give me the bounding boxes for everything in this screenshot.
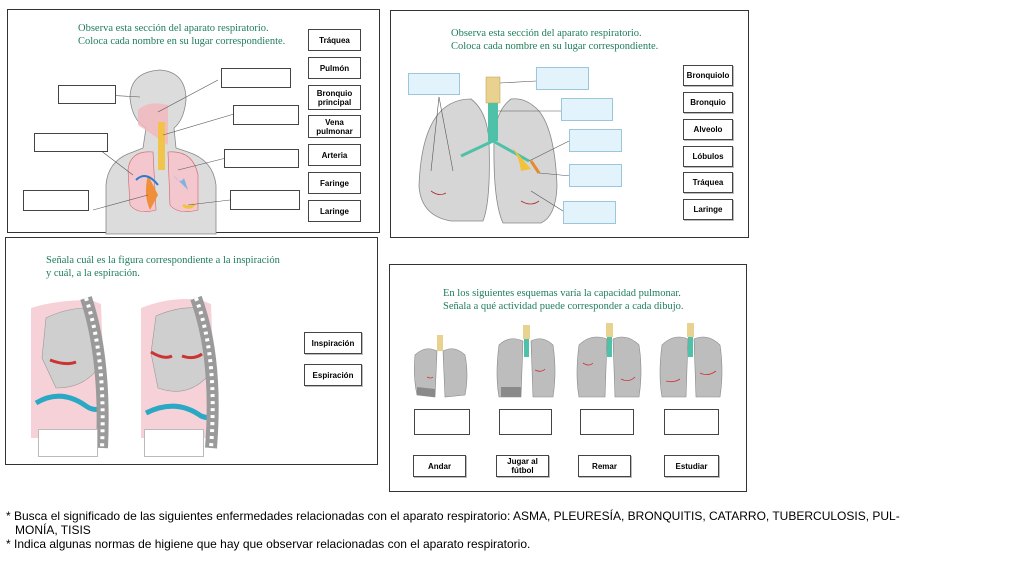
panel4-label-estudiar[interactable]: Estudiar — [664, 455, 719, 477]
footer-task-hygiene: * Indica algunas normas de higiene que h… — [6, 537, 531, 551]
breathing-figures — [31, 295, 219, 449]
panel1-answer-box-7[interactable] — [230, 190, 300, 210]
panel1-instructions: Observa esta sección del aparato respira… — [78, 22, 285, 48]
panel1-answer-box-3[interactable] — [233, 105, 299, 125]
panel1-answer-box-6[interactable] — [23, 190, 89, 211]
panel2-answer-box-2[interactable] — [536, 67, 589, 90]
footer-task-diseases: * Busca el significado de las siguientes… — [6, 509, 900, 523]
torso-illustration — [87, 69, 235, 235]
panel1-label-faringe[interactable]: Faringe — [308, 172, 361, 194]
panel1-answer-box-4[interactable] — [34, 133, 108, 152]
panel3-answer-box-1[interactable] — [38, 429, 98, 457]
panel2-label-laringe[interactable]: Laringe — [683, 199, 733, 220]
panel2-instruction-line1: Observa esta sección del aparato respira… — [451, 28, 642, 39]
panel1-label-vena-pulmonar[interactable]: Vena pulmonar — [308, 115, 361, 138]
panel4-instruction-line2: Señala a qué actividad puede corresponde… — [443, 301, 684, 312]
panel1-label-laringe[interactable]: Laringe — [308, 200, 361, 222]
panel-inspiration-expiration: Señala cuál es la figura correspondiente… — [5, 237, 378, 465]
footer-tasks: * Busca el significado de las siguientes… — [6, 509, 1020, 551]
lungs-illustration — [418, 76, 572, 224]
panel4-instructions: En los siguientes esquemas varía la capa… — [443, 287, 684, 313]
panel2-label-bronquio[interactable]: Bronquio — [683, 92, 733, 113]
panel1-answer-box-5[interactable] — [224, 149, 299, 168]
panel2-answer-box-1[interactable] — [408, 73, 460, 95]
panel-lungs-section: Observa esta sección del aparato respira… — [390, 10, 749, 238]
panel2-label-alveolo[interactable]: Alveolo — [683, 119, 733, 140]
panel3-label-espiracion[interactable]: Espiración — [304, 364, 362, 386]
panel4-answer-box-1[interactable] — [414, 409, 470, 435]
panel2-instructions: Observa esta sección del aparato respira… — [451, 27, 658, 53]
panel3-instruction-line1: Señala cuál es la figura correspondiente… — [46, 255, 280, 266]
panel2-label-traquea[interactable]: Tráquea — [683, 172, 733, 193]
panel2-instruction-line2: Coloca cada nombre en su lugar correspon… — [451, 41, 659, 52]
panel-lung-capacity: En los siguientes esquemas varía la capa… — [389, 264, 747, 492]
panel4-label-andar[interactable]: Andar — [413, 455, 466, 477]
panel2-answer-box-6[interactable] — [563, 201, 616, 224]
panel1-instruction-line1: Observa esta sección del aparato respira… — [78, 23, 269, 34]
panel2-answer-box-3[interactable] — [561, 98, 613, 121]
panel1-label-traquea[interactable]: Tráquea — [308, 29, 361, 51]
panel1-instruction-line2: Coloca cada nombre en su lugar correspon… — [78, 36, 286, 47]
lung-capacity-figures — [414, 323, 723, 398]
panel4-answer-box-2[interactable] — [499, 409, 552, 435]
panel3-label-inspiracion[interactable]: Inspiración — [304, 332, 362, 354]
panel3-instructions: Señala cuál es la figura correspondiente… — [46, 254, 280, 280]
panel2-label-bronquiolo[interactable]: Bronquiolo — [683, 65, 733, 86]
panel1-answer-box-1[interactable] — [58, 85, 116, 104]
panel2-answer-box-4[interactable] — [569, 129, 622, 152]
panel2-label-lobulos[interactable]: Lóbulos — [683, 146, 733, 167]
panel1-answer-box-2[interactable] — [221, 68, 291, 88]
panel3-answer-box-2[interactable] — [144, 429, 204, 457]
panel2-answer-box-5[interactable] — [569, 164, 622, 187]
footer-task-diseases-cont: MONÍA, TISIS — [15, 523, 91, 537]
panel1-label-bronquio-principal[interactable]: Bronquio principal — [308, 85, 361, 110]
panel4-label-remar[interactable]: Remar — [578, 455, 631, 477]
panel4-answer-box-3[interactable] — [580, 409, 634, 435]
panel-respiratory-section: Observa esta sección del aparato respira… — [7, 9, 380, 235]
panel3-instruction-line2: y cuál, a la espiración. — [46, 268, 140, 279]
panel4-answer-box-4[interactable] — [664, 409, 719, 435]
panel4-instruction-line1: En los siguientes esquemas varía la capa… — [443, 288, 681, 299]
panel1-label-arteria[interactable]: Arteria — [308, 144, 361, 166]
panel1-label-pulmon[interactable]: Pulmón — [308, 57, 361, 79]
panel4-label-jugar-al-futbol[interactable]: Jugar al fútbol — [496, 455, 549, 477]
